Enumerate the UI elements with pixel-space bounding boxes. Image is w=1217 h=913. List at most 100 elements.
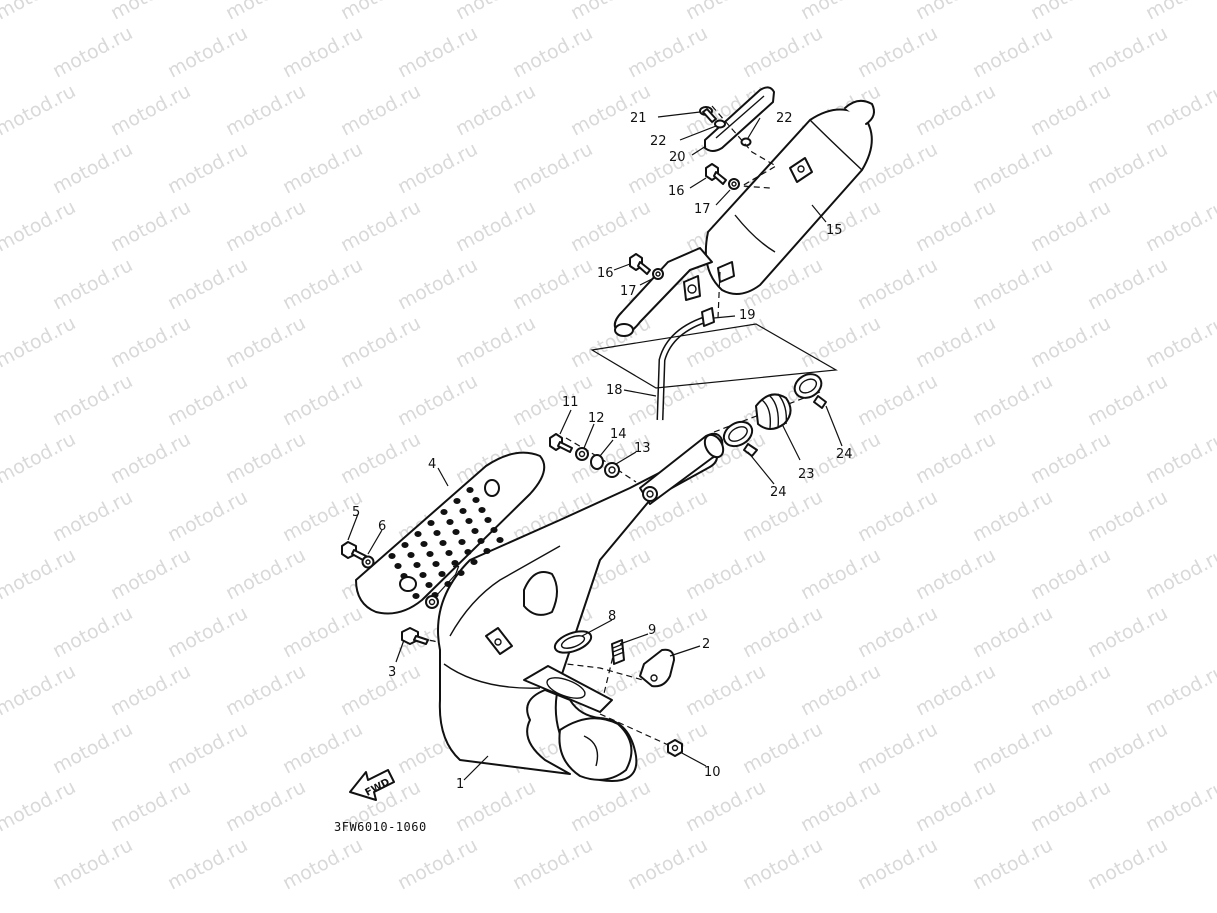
watermark-text: motod.ru xyxy=(49,370,136,430)
watermark-text: motod.ru xyxy=(279,22,366,82)
watermark-text: motod.ru xyxy=(0,0,79,24)
watermark-text: motod.ru xyxy=(1084,370,1171,430)
watermark-text: motod.ru xyxy=(0,428,79,488)
watermark-text: motod.ru xyxy=(164,254,251,314)
watermark-text: motod.ru xyxy=(107,80,194,140)
watermark-text: motod.ru xyxy=(1084,602,1171,662)
watermark-text: motod.ru xyxy=(854,602,941,662)
watermark-text: motod.ru xyxy=(1142,776,1217,836)
protector-hole xyxy=(412,593,420,599)
watermark-text: motod.ru xyxy=(107,0,194,24)
protector-holes xyxy=(388,487,504,599)
washer-12 xyxy=(575,447,589,461)
watermark-text: motod.ru xyxy=(567,0,654,24)
watermark-text: motod.ru xyxy=(682,544,769,604)
callout-21: 21 xyxy=(630,111,647,126)
watermark-text: motod.ru xyxy=(49,22,136,82)
watermark-text: motod.ru xyxy=(107,428,194,488)
protector-hole xyxy=(446,519,454,525)
callout-19: 19 xyxy=(739,308,756,323)
watermark-text: motod.ru xyxy=(452,80,539,140)
watermark-text: motod.ru xyxy=(969,22,1056,82)
watermark-text: motod.ru xyxy=(279,834,366,894)
watermark-text: motod.ru xyxy=(1142,660,1217,720)
callout-24-right: 24 xyxy=(836,447,853,462)
protector-hole xyxy=(413,562,421,568)
watermark-text: motod.ru xyxy=(912,428,999,488)
muffler-15 xyxy=(613,99,875,337)
watermark-text: motod.ru xyxy=(0,776,79,836)
watermark-text: motod.ru xyxy=(49,254,136,314)
watermark-text: motod.ru xyxy=(107,776,194,836)
protector-hole xyxy=(432,561,440,567)
callout-6: 6 xyxy=(378,519,386,534)
protector-hole xyxy=(388,553,396,559)
watermark-text: motod.ru xyxy=(394,22,481,82)
watermark-text: motod.ru xyxy=(797,660,884,720)
protector-hole xyxy=(477,538,485,544)
watermark-text: motod.ru xyxy=(509,370,596,430)
watermark-text: motod.ru xyxy=(1142,80,1217,140)
callout-5: 5 xyxy=(352,505,360,520)
watermark-text: motod.ru xyxy=(164,602,251,662)
watermark-text: motod.ru xyxy=(452,196,539,256)
callout-16-upper: 16 xyxy=(668,184,685,199)
protector-hole xyxy=(426,551,434,557)
watermark-text: motod.ru xyxy=(49,138,136,198)
watermark-text: motod.ru xyxy=(969,370,1056,430)
watermark-text: motod.ru xyxy=(394,834,481,894)
protector-hole xyxy=(452,529,460,535)
callout-18: 18 xyxy=(606,383,623,398)
protector-hole xyxy=(438,571,446,577)
watermark-text: motod.ru xyxy=(49,486,136,546)
watermark-text: motod.ru xyxy=(279,138,366,198)
watermark-text: motod.ru xyxy=(797,0,884,24)
callout-16-lower: 16 xyxy=(597,266,614,281)
watermark-text: motod.ru xyxy=(509,834,596,894)
watermark-text: motod.ru xyxy=(1142,312,1217,372)
watermark-text: motod.ru xyxy=(337,196,424,256)
watermark-text: motod.ru xyxy=(337,312,424,372)
protector-hole xyxy=(427,520,435,526)
watermark-text: motod.ru xyxy=(854,22,941,82)
watermark-text: motod.ru xyxy=(969,834,1056,894)
spring-9 xyxy=(611,639,625,665)
watermark-text: motod.ru xyxy=(49,834,136,894)
callout-11: 11 xyxy=(562,395,579,410)
watermark-text: motod.ru xyxy=(394,254,481,314)
muffler-cover-20 xyxy=(704,86,775,152)
protector-hole xyxy=(425,582,433,588)
watermark-text: motod.ru xyxy=(0,660,79,720)
callout-20: 20 xyxy=(669,150,686,165)
watermark-text: motod.ru xyxy=(337,0,424,24)
watermark-text: motod.ru xyxy=(1084,254,1171,314)
protector-hole xyxy=(414,531,422,537)
watermark-text: motod.ru xyxy=(107,312,194,372)
exhaust-pipe-1 xyxy=(437,432,725,782)
callout-4: 4 xyxy=(428,457,436,472)
watermark-text: motod.ru xyxy=(682,0,769,24)
watermark-text: motod.ru xyxy=(164,370,251,430)
watermark-text: motod.ru xyxy=(1027,312,1114,372)
watermark-text: motod.ru xyxy=(1142,544,1217,604)
watermark-text: motod.ru xyxy=(912,0,999,24)
watermark-text: motod.ru xyxy=(969,254,1056,314)
watermark-text: motod.ru xyxy=(222,428,309,488)
callout-17-upper: 17 xyxy=(694,202,711,217)
callout-1: 1 xyxy=(456,777,464,792)
protector-hole xyxy=(465,518,473,524)
nut-10 xyxy=(667,739,683,757)
bolt-11 xyxy=(549,433,573,453)
callout-12: 12 xyxy=(588,411,605,426)
watermark-text: motod.ru xyxy=(1027,776,1114,836)
watermark-text: motod.ru xyxy=(1142,428,1217,488)
protector-hole xyxy=(478,507,486,513)
protector-hole xyxy=(470,559,478,565)
watermark-text: motod.ru xyxy=(1084,834,1171,894)
watermark-text: motod.ru xyxy=(337,80,424,140)
watermark-text: motod.ru xyxy=(1027,0,1114,24)
protector-hole xyxy=(445,550,453,556)
watermark-text: motod.ru xyxy=(969,486,1056,546)
protector-hole xyxy=(451,560,459,566)
